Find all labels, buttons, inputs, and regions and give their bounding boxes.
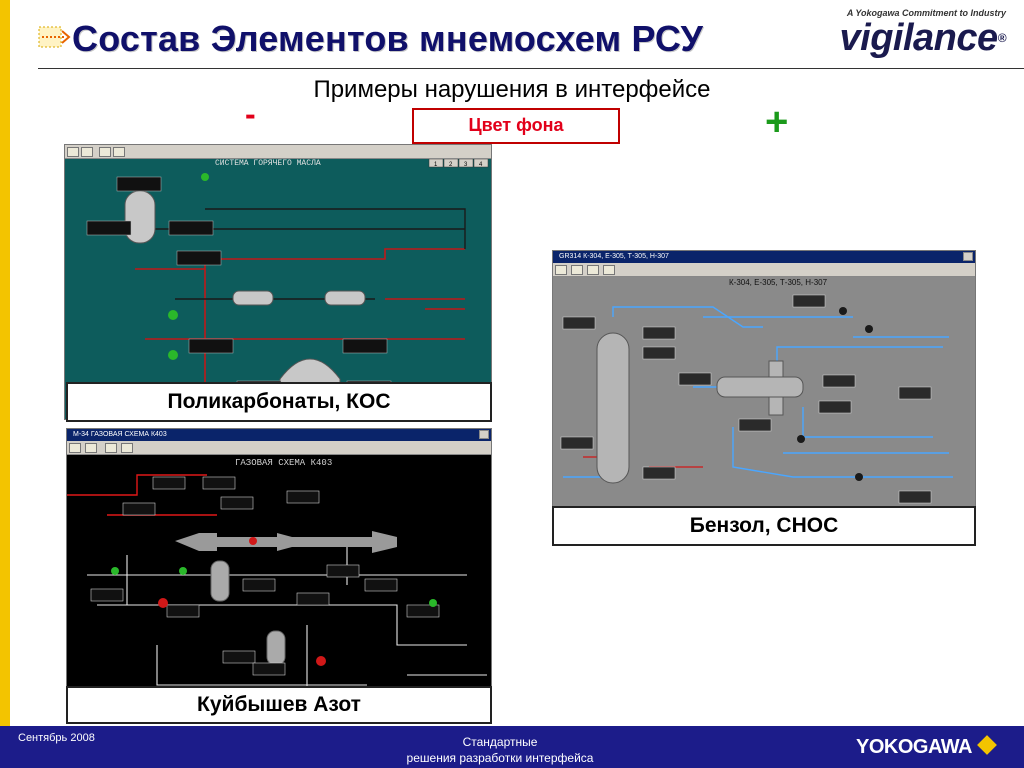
toolbar-button[interactable] <box>81 147 93 157</box>
heat-exchanger <box>232 290 274 306</box>
compressor-stage-2 <box>277 533 292 551</box>
toolbar-button[interactable] <box>67 147 79 157</box>
caption-teal: Поликарбонаты, КОС <box>66 382 492 422</box>
drum-t331 <box>768 396 784 416</box>
separator-vessel <box>210 560 230 602</box>
diamond-icon <box>977 735 997 755</box>
yokogawa-wordmark: YOKOGAWA <box>855 736 973 758</box>
footer: Сентябрь 2008 Стандартные решения разраб… <box>0 726 1024 768</box>
toolbar-button[interactable] <box>603 265 615 275</box>
close-icon[interactable] <box>479 430 489 439</box>
accent-bar <box>0 0 10 726</box>
exchanger-e305 <box>716 376 804 398</box>
footer-line-2: решения разработки интерфейса <box>406 751 594 765</box>
toolbar-button[interactable] <box>571 265 583 275</box>
valve-icons <box>797 307 873 481</box>
teal-screen-title: СИСТЕМА ГОРЯЧЕГО МАСЛА <box>215 159 321 168</box>
toolbar <box>553 263 975 277</box>
column-k304 <box>596 332 630 484</box>
toolbar-button[interactable] <box>105 443 117 453</box>
caption-grey: Бензол, СНОС <box>552 506 976 546</box>
tab-3-button <box>458 159 474 168</box>
brand-tagline: A Yokogawa Commitment to Industry <box>846 8 1006 18</box>
toolbar-button[interactable] <box>587 265 599 275</box>
compressor-stage-1 <box>175 533 217 551</box>
valve-icons <box>111 567 437 607</box>
drum-t331 <box>768 360 784 378</box>
valve-icons <box>168 173 209 360</box>
close-icon[interactable] <box>963 252 973 261</box>
title-divider <box>38 68 1024 69</box>
tab-1-button <box>428 159 444 168</box>
screenshot-teal: СИСТЕМА ГОРЯЧЕГО МАСЛА 1 2 3 4 <box>64 144 492 420</box>
plus-sign: + <box>765 100 789 144</box>
grey-window-title: GR314 К-304, Е-305, Т-305, Н-307 <box>559 253 669 260</box>
footer-date: Сентябрь 2008 <box>18 732 95 744</box>
dotted-arrow-icon <box>38 26 71 48</box>
minus-sign: - <box>245 96 256 132</box>
tab-2-label: 2 <box>449 162 453 168</box>
tab-4-button <box>473 159 489 168</box>
black-mimic-diagram: ГАЗОВАЯ СХЕМА К403 <box>67 458 487 689</box>
tab-1-label: 1 <box>434 162 438 168</box>
subtitle: Примеры нарушения в интерфейсе <box>313 76 711 103</box>
white-gas-lines <box>87 545 487 689</box>
compressor-shaft <box>217 537 277 547</box>
teal-tab-buttons: 1 2 3 4 <box>428 159 489 168</box>
tab-4-label: 4 <box>479 162 483 168</box>
caption-black: Куйбышев Азот <box>66 686 492 724</box>
data-faceplates <box>90 476 440 676</box>
data-faceplates <box>560 294 932 504</box>
vigilance-logo: A Yokogawa Commitment to Industry vigila… <box>839 8 1007 59</box>
toolbar-button[interactable] <box>121 443 133 453</box>
toolbar-button[interactable] <box>99 147 111 157</box>
heat-exchanger <box>324 290 366 306</box>
grey-screen-title: К-304, Е-305, Т-305, Н-307 <box>729 278 828 287</box>
toolbar-button[interactable] <box>555 265 567 275</box>
brand-reg: ® <box>997 31 1007 45</box>
focus-label: Цвет фона <box>412 108 620 144</box>
footer-line-1: Стандартные <box>462 735 538 749</box>
black-screen-title: ГАЗОВАЯ СХЕМА К403 <box>235 458 332 468</box>
tab-3-label: 3 <box>464 162 468 168</box>
yokogawa-logo: YOKOGAWA <box>855 735 997 759</box>
toolbar <box>67 441 491 455</box>
compressor-shaft <box>292 537 372 547</box>
toolbar-button[interactable] <box>113 147 125 157</box>
toolbar-button[interactable] <box>85 443 97 453</box>
screenshot-grey: GR314 К-304, Е-305, Т-305, Н-307 К-304, … <box>552 250 976 510</box>
grey-mimic-diagram: К-304, Е-305, Т-305, Н-307 <box>560 278 953 504</box>
brand-word: vigilance <box>839 17 999 59</box>
tab-2-button <box>443 159 459 168</box>
toolbar-button[interactable] <box>69 443 81 453</box>
black-window-title: М-34 ГАЗОВАЯ СХЕМА К403 <box>73 431 167 438</box>
toolbar <box>65 145 491 159</box>
screenshot-black: М-34 ГАЗОВАЯ СХЕМА К403 ГАЗОВАЯ СХЕМА К4… <box>66 428 492 690</box>
teal-mimic-diagram: СИСТЕМА ГОРЯЧЕГО МАСЛА 1 2 3 4 <box>86 159 489 419</box>
compressor-stage-3 <box>372 531 397 553</box>
alarm-indicators <box>158 537 326 666</box>
page-title: Состав Элементов мнемосхем РСУ <box>72 18 704 59</box>
separator-vessel <box>266 630 286 666</box>
